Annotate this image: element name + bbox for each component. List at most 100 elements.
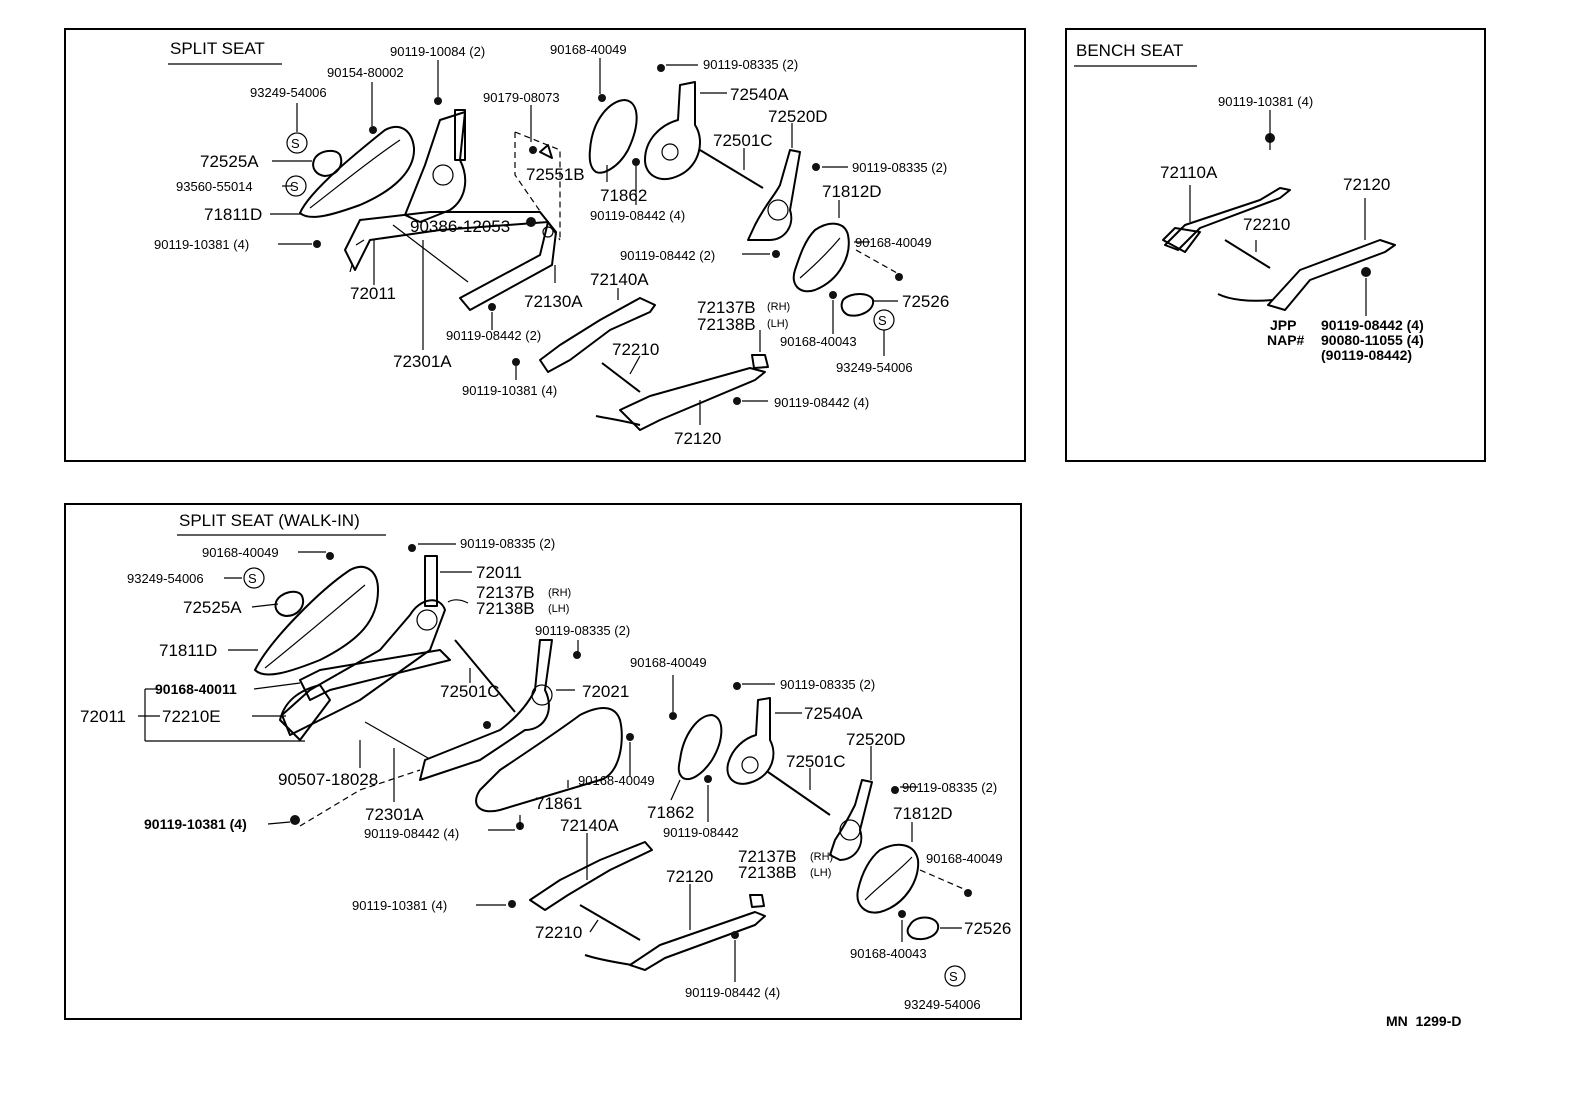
recliner-72540a (644, 81, 701, 180)
recliner-72520d (747, 149, 801, 241)
adjuster-72140a (529, 841, 653, 911)
label-90119-08442: 90119-08442 (4) (1321, 317, 1424, 333)
label-90119-08442-b: 90119-08442 (2) (620, 248, 715, 263)
shield-71812d (792, 222, 850, 293)
label-90119-08335-d: 90119-08335 (2) (902, 780, 997, 795)
label-71862: 71862 (600, 186, 647, 205)
rail-72120 (619, 367, 766, 431)
label-90119-10381: 90119-10381 (4) (1218, 94, 1313, 109)
label-72210: 72210 (535, 923, 582, 942)
split-seat-frame (64, 28, 1026, 462)
svg-text:S: S (878, 313, 887, 328)
svg-text:(LH): (LH) (767, 318, 788, 330)
label-90168-40049-d: 90168-40049 (926, 851, 1003, 866)
svg-text:S: S (291, 136, 300, 151)
label-93249-54006: 93249-54006 (127, 571, 204, 586)
split-seat-title: SPLIT SEAT (170, 39, 265, 58)
label-71812d: 71812D (893, 804, 953, 823)
label-90119-08335: 90119-08335 (2) (703, 57, 798, 72)
label-90119-08442-d: 90119-08442 (4) (774, 395, 869, 410)
label-90119-10381: 90119-10381 (4) (154, 237, 249, 252)
bench-seat-frame (1065, 28, 1486, 462)
label-72540a: 72540A (804, 704, 863, 723)
label-72525a: 72525A (200, 152, 259, 171)
label-72137b-a: 72137B (476, 583, 535, 602)
label-72501c: 72501C (713, 131, 773, 150)
label-90507-18028: 90507-18028 (278, 770, 378, 789)
label-72120: 72120 (1343, 175, 1390, 194)
label-93249-54006: 93249-54006 (250, 85, 327, 100)
knob-72525a (274, 590, 304, 617)
label-90386-12053: 90386-12053 (410, 217, 510, 236)
label-90119-08442-c: 90119-08442 (2) (446, 328, 541, 343)
label-72551b: 72551B (526, 165, 585, 184)
label-71812d: 71812D (822, 182, 882, 201)
label-72120: 72120 (666, 867, 713, 886)
label-71861: 71861 (535, 794, 582, 813)
label-90168-40049-b: 90168-40049 (855, 235, 932, 250)
label-72210: 72210 (612, 340, 659, 359)
label-93249-54006-b: 93249-54006 (836, 360, 913, 375)
shield-71861 (475, 707, 623, 813)
hinge-72130a (459, 221, 557, 311)
walkin-seat-frame (64, 503, 1022, 1020)
label-90119-08442-paren: (90119-08442) (1321, 347, 1412, 363)
label-nap: NAP# (1267, 332, 1305, 348)
label-72301a: 72301A (393, 352, 452, 371)
diagram-code: MN 1299-D (1386, 1013, 1461, 1029)
svg-text:(RH): (RH) (810, 851, 833, 863)
label-72138b-a: 72138B (476, 599, 535, 618)
rail-72120 (629, 911, 766, 971)
bench-seat-labels: 90119-10381 (4) 72110A 72120 72210 JPP N… (1160, 94, 1424, 363)
label-72011-a: 72011 (476, 563, 522, 582)
label-90119-08335-c: 90119-08335 (2) (780, 677, 875, 692)
label-90168-40043: 90168-40043 (780, 334, 857, 349)
label-72520d: 72520D (768, 107, 828, 126)
cap-72526 (906, 916, 940, 941)
label-90080-11055: 90080-11055 (4) (1321, 332, 1424, 348)
label-72501c-b: 72501C (786, 752, 846, 771)
recliner-72540a (726, 697, 775, 785)
label-90119-08335-b: 90119-08335 (2) (535, 623, 630, 638)
svg-text:(LH): (LH) (548, 603, 569, 615)
svg-text:(RH): (RH) (767, 301, 790, 313)
label-71811d: 71811D (159, 641, 217, 660)
shield-71811d (254, 565, 379, 676)
label-72021: 72021 (582, 682, 629, 701)
svg-text:S: S (248, 571, 257, 586)
split-seat-drawing: S S S (270, 58, 903, 431)
label-90168-40011: 90168-40011 (155, 681, 237, 697)
label-72501c-a: 72501C (440, 682, 500, 701)
label-72520d: 72520D (846, 730, 906, 749)
label-72138b-b: 72138B (738, 863, 797, 882)
label-90119-08442-b: 90119-08442 (663, 825, 739, 840)
walkin-seat-drawing: S S (138, 543, 972, 987)
label-72138b: 72138B (697, 315, 756, 334)
svg-text:S: S (949, 969, 958, 984)
rail-72120 (1267, 239, 1396, 311)
label-72140a: 72140A (560, 816, 619, 835)
label-90119-10381-b: 90119-10381 (4) (352, 898, 447, 913)
label-90119-08335: 90119-08335 (2) (460, 536, 555, 551)
bench-seat-title: BENCH SEAT (1076, 41, 1183, 60)
label-72210: 72210 (1243, 215, 1290, 234)
label-72137b: 72137B (697, 298, 756, 317)
label-90168-40049-c: 90168-40049 (630, 655, 707, 670)
label-72540a: 72540A (730, 85, 789, 104)
label-90168-40043: 90168-40043 (850, 946, 927, 961)
label-90154-80002: 90154-80002 (327, 65, 404, 80)
label-90119-10381: 90119-10381 (4) (144, 816, 247, 832)
label-72210e: 72210E (162, 707, 221, 726)
svg-text:(RH): (RH) (548, 587, 571, 599)
label-72526: 72526 (902, 292, 949, 311)
label-90119-10084: 90119-10084 (2) (390, 44, 485, 59)
label-93560-55014: 93560-55014 (176, 179, 253, 194)
shield-71862 (588, 99, 638, 174)
label-93249-54006-b: 93249-54006 (904, 997, 981, 1012)
svg-text:S: S (290, 179, 299, 194)
recliner-72520d (829, 779, 873, 861)
knob-72525a (312, 149, 343, 177)
label-90119-08442: 90119-08442 (4) (590, 208, 685, 223)
label-72110a: 72110A (1160, 163, 1218, 182)
